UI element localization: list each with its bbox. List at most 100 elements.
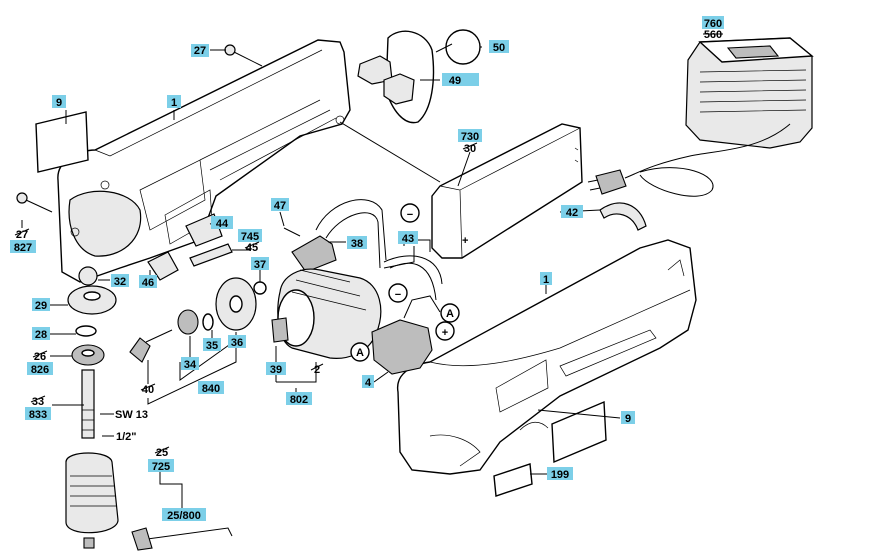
callout-826: 826: [27, 362, 53, 376]
bracket-part: [147, 251, 179, 281]
callout-25-800: 25/800: [162, 508, 206, 522]
callout-9-right: 9: [621, 411, 635, 425]
label-plate-bottom: [493, 463, 533, 497]
washer-35: [202, 313, 214, 331]
svg-text:50: 50: [493, 42, 505, 54]
svg-text:730: 730: [461, 131, 479, 143]
svg-text:37: 37: [254, 259, 266, 271]
strike-2: [310, 363, 324, 371]
callout-44: 44: [211, 216, 233, 230]
svg-text:1: 1: [543, 274, 549, 286]
svg-text:826: 826: [31, 364, 49, 376]
battery-clip: [357, 30, 435, 124]
gear-29: [67, 285, 117, 315]
svg-text:A: A: [356, 347, 364, 359]
svg-text:43: 43: [402, 233, 414, 245]
callout-25: 25: [156, 447, 168, 459]
callout-27-mid: 27: [16, 229, 28, 241]
pin-part: [189, 243, 233, 267]
housing-right: [396, 239, 697, 475]
callout-1-right: 1: [540, 272, 552, 286]
callout-27-top: 27: [191, 44, 209, 57]
callout-9-top: 9: [52, 95, 66, 109]
svg-text:42: 42: [566, 207, 578, 219]
terminal-minus-motor: −: [388, 283, 408, 303]
callout-28: 28: [32, 327, 50, 341]
callout-560: 560: [704, 29, 722, 41]
cap-disc: [445, 29, 481, 65]
battery-plus-mark: +: [462, 235, 468, 247]
label-plate-top: [35, 111, 89, 173]
callout-39: 39: [266, 362, 286, 376]
pin-37: [253, 281, 267, 295]
strike-30: [462, 142, 478, 150]
svg-text:46: 46: [142, 277, 154, 289]
chuck-key: [131, 527, 233, 551]
callout-37: 37: [251, 257, 269, 271]
callout-827: 827: [10, 240, 36, 254]
callout-33: 33: [32, 396, 44, 408]
charger-plug: [587, 169, 627, 195]
switch-module: [371, 295, 441, 375]
callout-745: 745: [238, 229, 262, 243]
svg-text:−: −: [395, 289, 401, 301]
screw-small: [283, 227, 301, 237]
callout-50: 50: [489, 40, 509, 54]
circlip-28: [75, 325, 97, 337]
callout-840: 840: [198, 381, 224, 395]
callout-32: 32: [111, 274, 129, 288]
strike-33: [30, 395, 46, 403]
callout-725: 725: [148, 459, 174, 473]
svg-text:49: 49: [449, 75, 461, 87]
callout-2: 2: [314, 364, 320, 376]
shaft-40: [129, 329, 173, 363]
callout-199: 199: [547, 467, 573, 481]
svg-text:827: 827: [14, 242, 32, 254]
callout-43: 43: [398, 231, 418, 245]
svg-text:28: 28: [35, 329, 47, 341]
svg-text:44: 44: [216, 218, 229, 230]
charger: [624, 37, 814, 197]
callout-802: 802: [286, 392, 312, 406]
callout-40: 40: [142, 384, 154, 396]
callout-730: 730: [458, 129, 482, 143]
screw-top: [224, 44, 263, 67]
callout-half-inch: 1/2": [116, 431, 137, 443]
gear-36: [215, 277, 257, 331]
callout-760: 760: [702, 16, 724, 30]
svg-text:+: +: [442, 327, 448, 339]
svg-text:745: 745: [241, 231, 259, 243]
callout-36: 36: [228, 335, 246, 349]
svg-text:39: 39: [270, 364, 282, 376]
svg-text:−: −: [407, 209, 413, 221]
svg-text:38: 38: [351, 238, 363, 250]
callout-4: 4: [362, 375, 374, 389]
svg-text:9: 9: [56, 97, 62, 109]
svg-text:29: 29: [35, 300, 47, 312]
callout-34: 34: [181, 357, 199, 371]
svg-text:36: 36: [231, 337, 243, 349]
svg-text:802: 802: [290, 394, 308, 406]
callout-1-top: 1: [167, 95, 181, 109]
chuck: [65, 452, 119, 549]
wiring: [315, 199, 387, 269]
svg-text:25/800: 25/800: [167, 510, 201, 522]
terminal-a-left: A: [350, 342, 370, 362]
svg-text:34: 34: [184, 359, 197, 371]
svg-text:4: 4: [365, 377, 372, 389]
bearing-34: [177, 309, 199, 335]
strike-26: [32, 350, 48, 358]
svg-text:35: 35: [206, 340, 218, 352]
callout-833: 833: [25, 407, 51, 421]
terminal-minus-left: −: [400, 203, 420, 223]
callout-sw13: SW 13: [115, 409, 148, 421]
callout-30: 30: [464, 143, 476, 155]
terminal-plus: +: [435, 321, 455, 341]
label-plate-right: [551, 400, 607, 464]
callout-42: 42: [561, 205, 583, 219]
svg-text:27: 27: [194, 45, 206, 57]
callout-45: 45: [246, 242, 258, 254]
screw-left: [16, 192, 53, 213]
callout-26: 26: [34, 351, 46, 363]
